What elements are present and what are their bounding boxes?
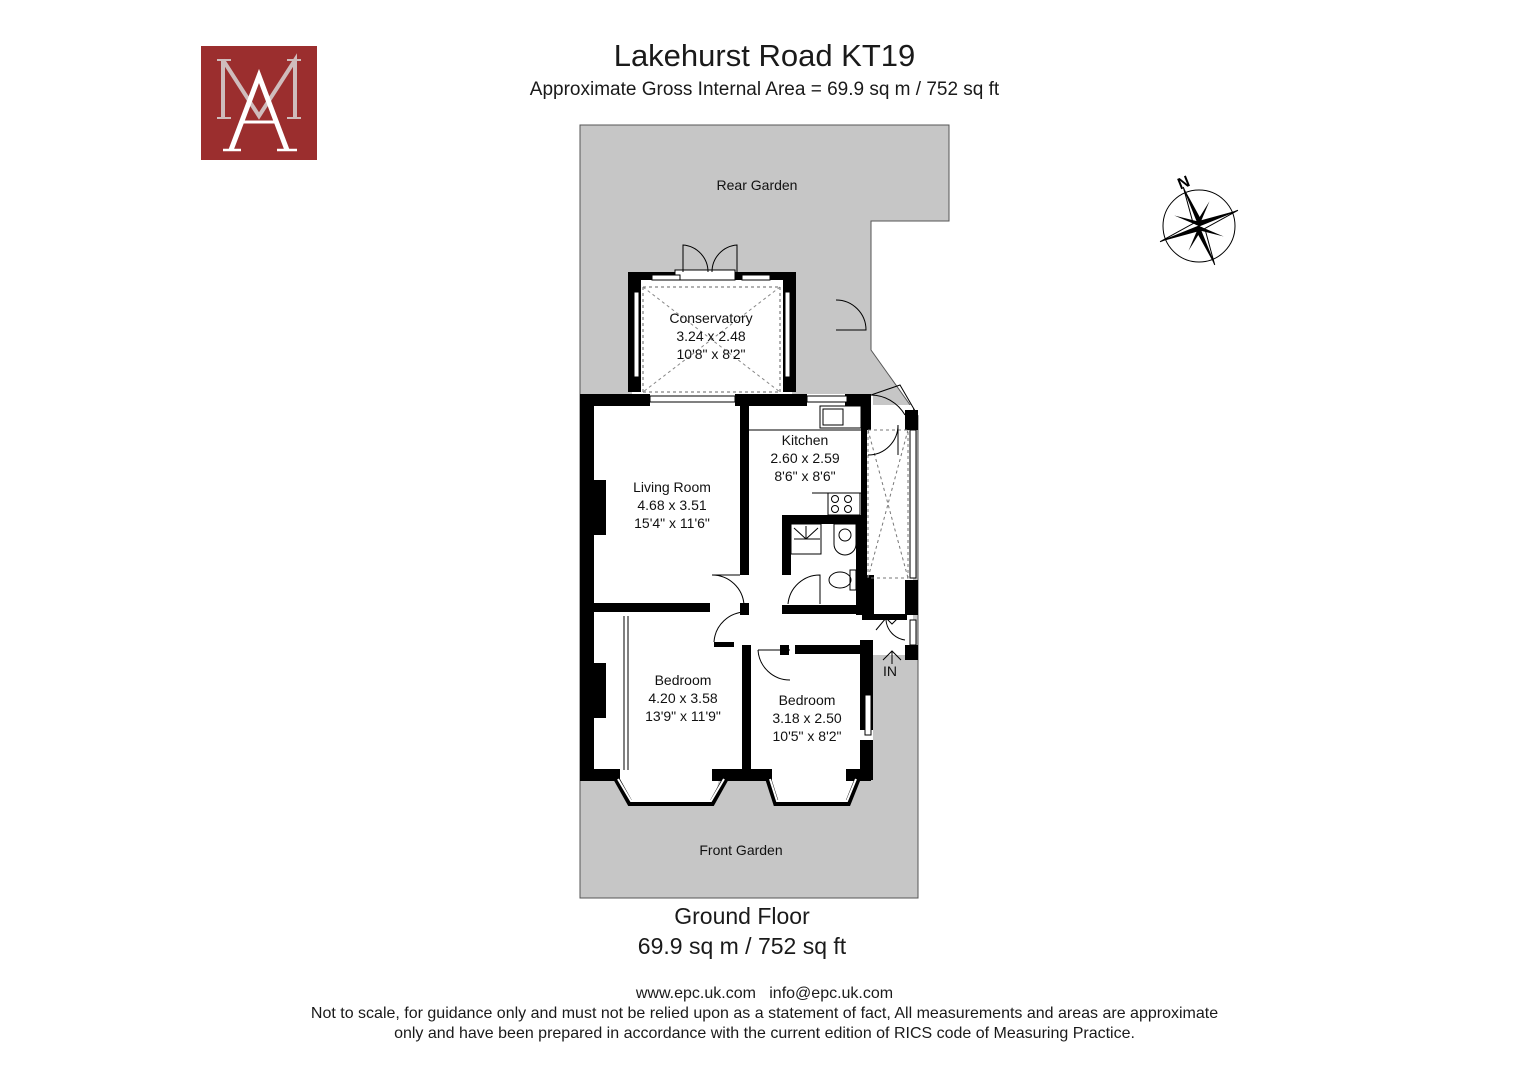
- room-metric: 3.24 x 2.48: [676, 328, 745, 344]
- house-interior: [583, 394, 873, 779]
- ma-monogram-logo: [201, 46, 317, 160]
- room-imperial: 13'9" x 11'9": [645, 708, 721, 724]
- room-metric: 2.60 x 2.59: [770, 450, 839, 466]
- footer-disclaimer: only and have been prepared in accordanc…: [394, 1025, 1135, 1042]
- compass-north-label: N: [1175, 173, 1192, 193]
- room-imperial: 10'5" x 8'2": [773, 728, 842, 744]
- footer-contact: www.epc.uk.com info@epc.uk.com: [635, 985, 894, 1002]
- footer-disclaimer: Not to scale, for guidance only and must…: [310, 1005, 1219, 1022]
- room-name: Kitchen: [782, 432, 829, 448]
- room-imperial: 15'4" x 11'6": [634, 515, 710, 531]
- room-name: Bedroom: [779, 692, 836, 708]
- room-name: Living Room: [633, 479, 711, 495]
- room-imperial: 8'6" x 8'6": [774, 468, 835, 484]
- north-compass-icon: N: [1159, 173, 1239, 266]
- room-metric: 4.20 x 3.58: [648, 690, 717, 706]
- room-metric: 3.18 x 2.50: [772, 710, 841, 726]
- conservatory-room: [632, 276, 792, 396]
- entrance-label: IN: [883, 663, 897, 679]
- room-imperial: 10'8" x 8'2": [677, 346, 746, 362]
- page-subtitle: Approximate Gross Internal Area = 69.9 s…: [529, 79, 1000, 100]
- rear-garden-label: Rear Garden: [717, 177, 798, 193]
- page-title: Lakehurst Road KT19: [613, 38, 916, 73]
- floor-area: 69.9 sq m / 752 sq ft: [637, 933, 847, 959]
- room-name: Conservatory: [669, 310, 752, 326]
- floor-name: Ground Floor: [674, 903, 810, 929]
- room-name: Bedroom: [655, 672, 712, 688]
- front-garden-label: Front Garden: [699, 842, 782, 858]
- room-metric: 4.68 x 3.51: [637, 497, 706, 513]
